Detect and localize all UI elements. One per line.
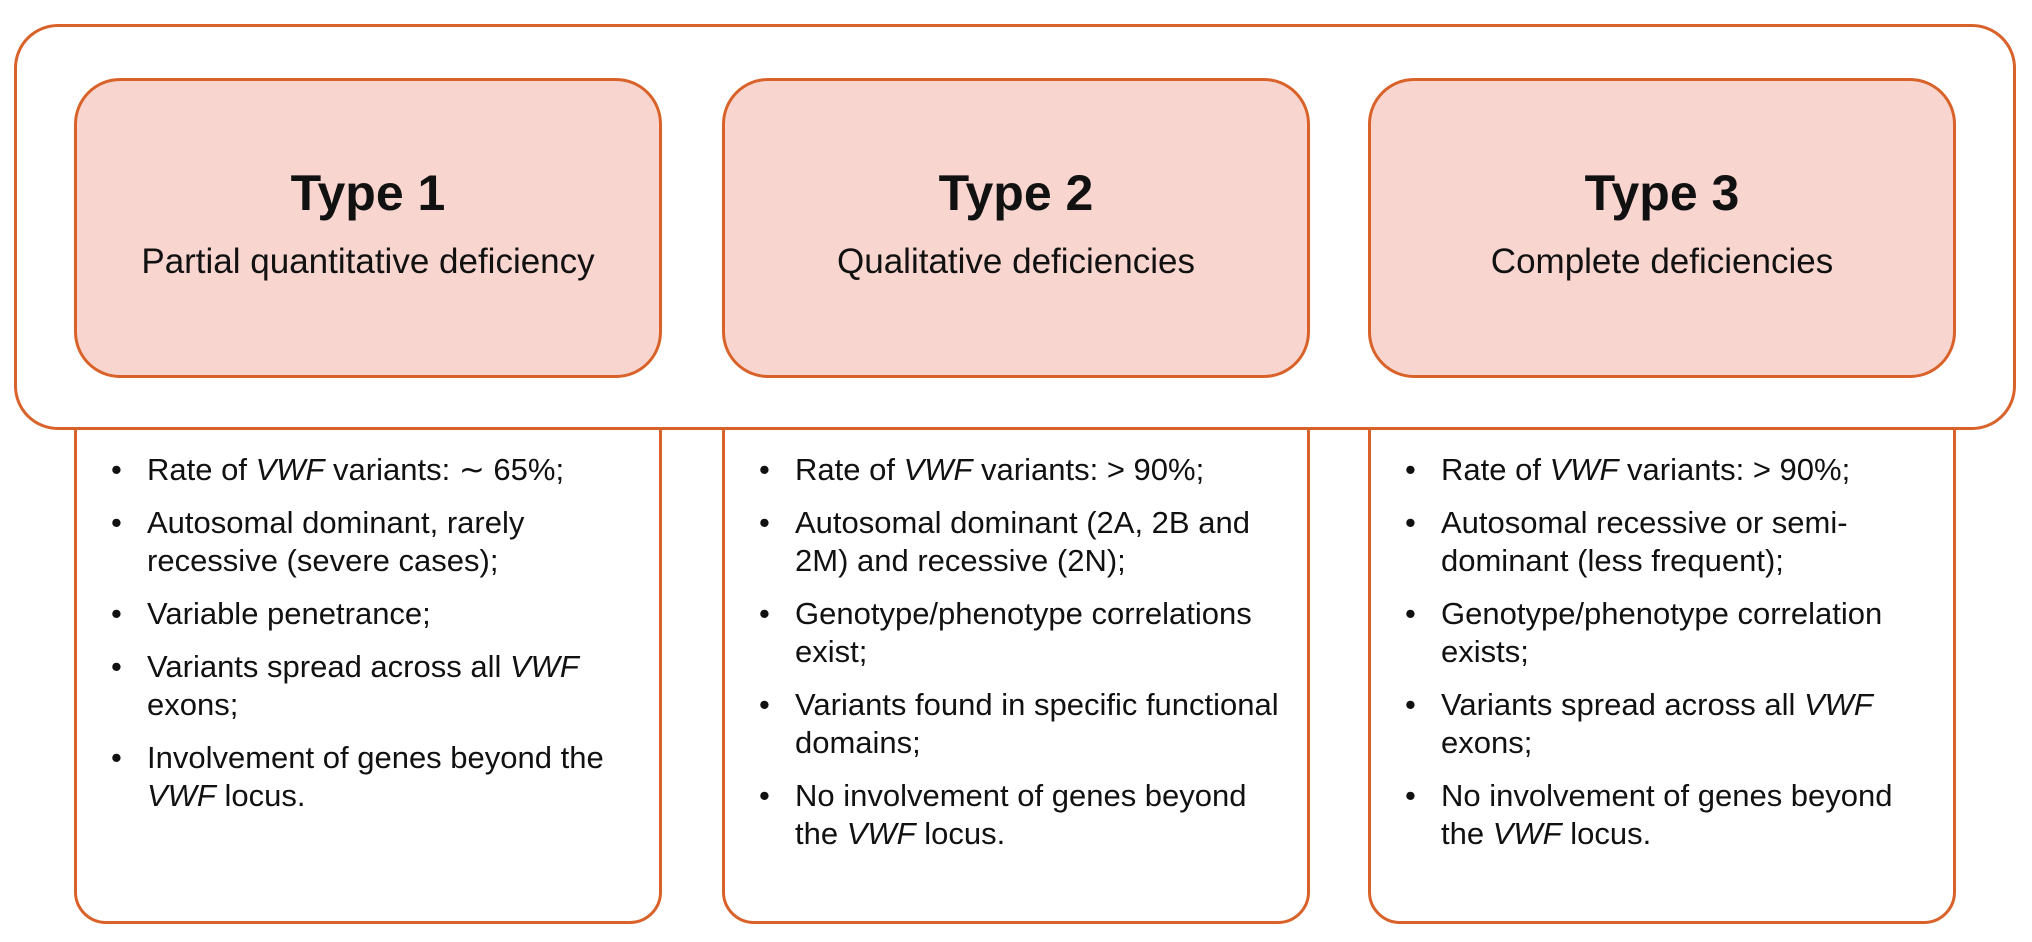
feature-text: Rate of VWF variants: > 90%; — [795, 451, 1287, 489]
feature-text-run: Variable penetrance; — [147, 596, 431, 631]
feature-text-run: Genotype/phenotype correlations exist; — [795, 596, 1252, 669]
feature-item: • Involvement of genes beyond the VWF loc… — [107, 739, 639, 815]
feature-text-run: variants: ∼ 65%; — [324, 452, 565, 487]
feature-text-run: Autosomal recessive or semi-dominant (le… — [1441, 505, 1848, 578]
feature-text: Rate of VWF variants: ∼ 65%; — [147, 451, 639, 489]
bullet-marker: • — [1405, 452, 1416, 487]
feature-item: • Autosomal recessive or semi-dominant (l… — [1401, 504, 1933, 580]
feature-text: No involvement of genes beyond the VWF l… — [1441, 777, 1933, 853]
feature-text: Variants spread across all VWF exons; — [1441, 686, 1933, 762]
type-3-title: Type 3 — [1584, 165, 1740, 221]
gene-name: VWF — [1803, 687, 1873, 722]
type-1-subtitle: Partial quantitative deficiency — [141, 242, 595, 281]
feature-text-run: locus. — [915, 816, 1006, 851]
feature-text: Autosomal recessive or semi-dominant (le… — [1441, 504, 1933, 580]
type-3-feature-list: • Rate of VWF variants: > 90%; • Autosomal … — [1401, 451, 1933, 868]
feature-text: Variants spread across all VWF exons; — [147, 648, 639, 724]
feature-text-run: variants: > 90%; — [1618, 452, 1851, 487]
bullet-marker: • — [111, 505, 122, 540]
feature-item: • Variants found in specific functional d… — [755, 686, 1287, 762]
type-2-feature-list: • Rate of VWF variants: > 90%; • Autosomal … — [755, 451, 1287, 868]
type-3-header: Type 3 Complete deficiencies — [1368, 78, 1956, 378]
bullet-marker: • — [111, 596, 122, 631]
type-1-feature-list: • Rate of VWF variants: ∼ 65%; • Autosomal … — [107, 451, 639, 830]
feature-item: • Genotype/phenotype correlations exist; — [755, 595, 1287, 671]
bullet-marker: • — [759, 778, 770, 813]
feature-text: Variants found in specific functional do… — [795, 686, 1287, 762]
type-2-title: Type 2 — [938, 165, 1094, 221]
feature-item: • Variable penetrance; — [107, 595, 639, 633]
feature-text: Variable penetrance; — [147, 595, 639, 633]
feature-text-run: Rate of — [795, 452, 904, 487]
feature-item: • Variants spread across all VWF exons; — [107, 648, 639, 724]
feature-text: No involvement of genes beyond the VWF l… — [795, 777, 1287, 853]
feature-text-run: No involvement of genes beyond the — [795, 778, 1247, 851]
type-2-header: Type 2 Qualitative deficiencies — [722, 78, 1310, 378]
bullet-marker: • — [111, 740, 122, 775]
feature-text: Involvement of genes beyond the VWF locu… — [147, 739, 639, 815]
type-2-details-box: • Rate of VWF variants: > 90%; • Autosomal … — [722, 400, 1310, 924]
gene-name: VWF — [147, 778, 216, 813]
bullet-marker: • — [1405, 778, 1416, 813]
feature-text-run: exons; — [147, 687, 239, 722]
feature-item: • Autosomal dominant, rarely recessive (s… — [107, 504, 639, 580]
type-1-title: Type 1 — [290, 165, 446, 221]
feature-text-run: Rate of — [147, 452, 256, 487]
feature-text-run: Variants spread across all — [1441, 687, 1804, 722]
feature-text-run: locus. — [215, 778, 306, 813]
feature-text-run: Variants spread across all — [147, 649, 510, 684]
feature-text-run: Involvement of genes beyond the — [147, 740, 604, 775]
feature-item: • Genotype/phenotype correlation exists; — [1401, 595, 1933, 671]
feature-text: Autosomal dominant, rarely recessive (se… — [147, 504, 639, 580]
bullet-marker: • — [759, 505, 770, 540]
feature-item: • Rate of VWF variants: > 90%; — [1401, 451, 1933, 489]
feature-text-run: Autosomal dominant, rarely recessive (se… — [147, 505, 525, 578]
feature-text: Genotype/phenotype correlation exists; — [1441, 595, 1933, 671]
gene-name: VWF — [903, 452, 973, 487]
feature-text-run: variants: > 90%; — [972, 452, 1205, 487]
feature-item: • No involvement of genes beyond the VWF … — [755, 777, 1287, 853]
feature-text: Genotype/phenotype correlations exist; — [795, 595, 1287, 671]
type-3-details-box: • Rate of VWF variants: > 90%; • Autosomal … — [1368, 400, 1956, 924]
bullet-marker: • — [759, 596, 770, 631]
bullet-marker: • — [1405, 687, 1416, 722]
feature-item: • Autosomal dominant (2A, 2B and 2M) and … — [755, 504, 1287, 580]
feature-item: • Variants spread across all VWF exons; — [1401, 686, 1933, 762]
feature-text-run: locus. — [1561, 816, 1652, 851]
gene-name: VWF — [509, 649, 579, 684]
type-1-header: Type 1 Partial quantitative deficiency — [74, 78, 662, 378]
bullet-marker: • — [111, 649, 122, 684]
gene-name: VWF — [1492, 816, 1562, 851]
feature-text-run: Autosomal dominant (2A, 2B and 2M) and r… — [795, 505, 1250, 578]
type-3-subtitle: Complete deficiencies — [1490, 242, 1834, 281]
feature-item: • No involvement of genes beyond the VWF … — [1401, 777, 1933, 853]
bullet-marker: • — [111, 452, 122, 487]
feature-text: Rate of VWF variants: > 90%; — [1441, 451, 1933, 489]
bullet-marker: • — [759, 687, 770, 722]
gene-name: VWF — [1549, 452, 1619, 487]
feature-text: Autosomal dominant (2A, 2B and 2M) and r… — [795, 504, 1287, 580]
bullet-marker: • — [1405, 596, 1416, 631]
bullet-marker: • — [1405, 505, 1416, 540]
feature-text-run: Variants found in specific functional do… — [795, 687, 1279, 760]
feature-text-run: Rate of — [1441, 452, 1550, 487]
type-2-subtitle: Qualitative deficiencies — [837, 242, 1195, 281]
feature-text-run: No involvement of genes beyond the — [1441, 778, 1893, 851]
feature-item: • Rate of VWF variants: > 90%; — [755, 451, 1287, 489]
feature-text-run: Genotype/phenotype correlation exists; — [1441, 596, 1883, 669]
gene-name: VWF — [255, 452, 325, 487]
gene-name: VWF — [846, 816, 916, 851]
type-1-details-box: • Rate of VWF variants: ∼ 65%; • Autosomal … — [74, 400, 662, 924]
feature-text-run: exons; — [1441, 725, 1533, 760]
bullet-marker: • — [759, 452, 770, 487]
feature-item: • Rate of VWF variants: ∼ 65%; — [107, 451, 639, 489]
